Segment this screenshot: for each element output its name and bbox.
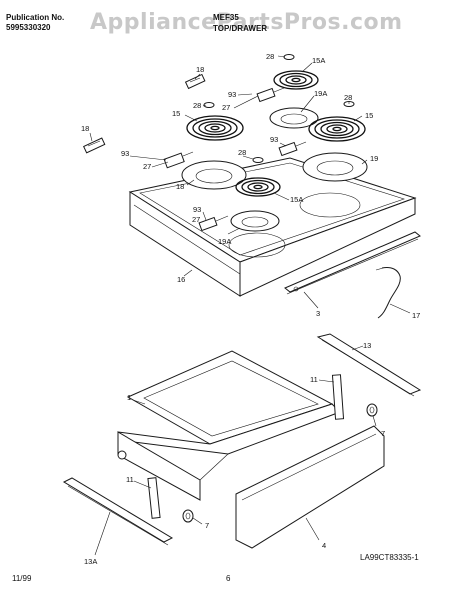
callout-18: 18 [81, 124, 89, 133]
drawer-rail-13A [62, 477, 174, 546]
receptacle-27-right [278, 141, 307, 157]
callout-16: 16 [177, 275, 185, 284]
drip-bowl-19-right [302, 152, 368, 182]
callout-15: 15 [172, 109, 180, 118]
callout-13A: 13A [84, 557, 97, 566]
callout-93: 93 [193, 205, 201, 214]
callout-18: 18 [196, 65, 204, 74]
wire-harness-17 [375, 267, 401, 319]
coil-burner-15A-front [235, 177, 281, 197]
callout-19A: 19A [314, 89, 327, 98]
model-number: MEF35 [213, 13, 239, 22]
callout-18: 18 [176, 182, 184, 191]
coil-burner-15A-back [273, 70, 319, 90]
drawer-slide-11-left [147, 477, 161, 519]
callout-28: 28 [266, 52, 274, 61]
callout-7: 7 [381, 429, 385, 438]
callout-11: 11 [310, 375, 318, 384]
publication-number: 5995330320 [6, 23, 51, 32]
callout-27: 27 [143, 162, 151, 171]
revision-date: 11/99 [12, 574, 32, 583]
leader-lines [89, 55, 411, 556]
drawer-slide-11-right [331, 374, 345, 420]
callout-4: 4 [322, 541, 326, 550]
watermark: AppliancePartsPros.com [90, 10, 403, 35]
callout-93: 93 [228, 90, 236, 99]
callout-11: 11 [126, 475, 134, 484]
section-title: TOP/DRAWER [213, 24, 268, 33]
callout-3: 3 [316, 309, 320, 318]
roller-7-right [366, 403, 378, 417]
callout-93: 93 [121, 149, 129, 158]
support-channel-3 [284, 231, 421, 295]
callout-28: 28 [193, 101, 201, 110]
drawer-body-1 [117, 350, 341, 501]
callout-28: 28 [238, 148, 246, 157]
callout-15: 15 [365, 111, 373, 120]
callout-93: 93 [270, 135, 278, 144]
drawer-front-4 [235, 425, 385, 549]
roller-7-left [182, 509, 194, 523]
coil-burner-15-right [308, 116, 366, 142]
receptacle-27-left [163, 151, 194, 169]
receptacle-27-back [256, 87, 285, 103]
page-number: 6 [226, 574, 231, 583]
callout-15A: 15A [312, 56, 325, 65]
drawer-rail-13 [316, 333, 422, 397]
receptacle-27-front [198, 215, 229, 232]
washers-28 [203, 54, 355, 163]
callout-19: 19 [370, 154, 378, 163]
drip-bowl-19A-front [230, 210, 280, 232]
drip-bowl-19A-back [269, 107, 319, 129]
callout-1: 1 [127, 393, 131, 402]
callout-27: 27 [222, 103, 230, 112]
callout-19A: 19A [218, 237, 231, 246]
terminal-block-18-top [184, 73, 206, 90]
callout-labels: 28 15A 18 93 28 27 15 19A 28 15 18 93 93… [81, 52, 420, 566]
callout-28: 28 [344, 93, 352, 102]
drip-bowl-19-front-left [181, 160, 247, 190]
callout-13: 13 [363, 341, 371, 350]
terminal-block-18-left [83, 137, 106, 154]
publication-label: Publication No. [6, 13, 65, 22]
callout-15A: 15A [290, 195, 303, 204]
callout-7: 7 [205, 521, 209, 530]
callout-17: 17 [412, 311, 420, 320]
callout-27: 27 [192, 215, 200, 224]
figure-code: LA99CT83335-1 [360, 553, 419, 562]
coil-burner-15-left [186, 115, 244, 141]
